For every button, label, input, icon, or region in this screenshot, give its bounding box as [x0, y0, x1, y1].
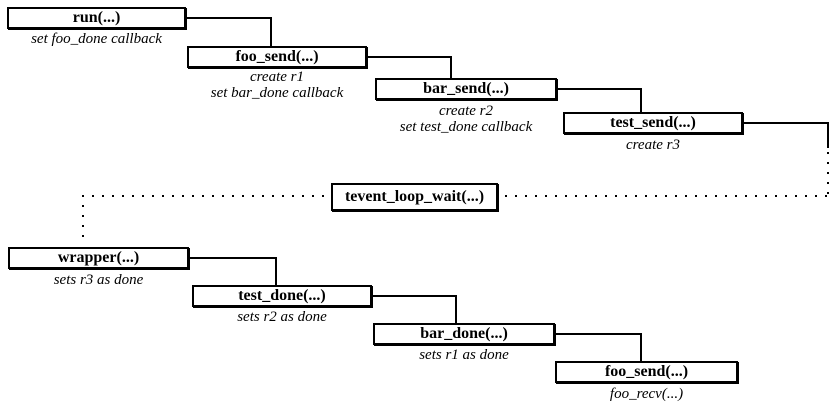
- connector-bar-send-to-test-send-v: [640, 88, 642, 113]
- connector-foo-send-to-bar-send-v: [450, 56, 452, 79]
- connector-foo-send-to-bar-send-h: [365, 56, 452, 58]
- box-run-label: run(...): [72, 9, 121, 26]
- connector-wrapper-to-test-done-h: [187, 257, 277, 259]
- box-test-done-label: test_done(...): [238, 287, 326, 304]
- note-test-done: sets r2 as done: [237, 309, 327, 325]
- note-wrapper-done: sets r3 as done: [53, 272, 144, 288]
- connector-bar-done-to-foo-send-h: [553, 333, 642, 335]
- box-bar-done-label: bar_done(...): [420, 325, 508, 342]
- box-test-send-label: test_send(...): [610, 114, 696, 131]
- dotted-line-right-vertical: [827, 152, 829, 196]
- note-bar-send-callback: set test_done callback: [399, 119, 533, 135]
- connector-test-send-to-loop-h: [741, 122, 829, 124]
- note-bar-done: sets r1 as done: [419, 347, 509, 363]
- connector-test-send-to-loop-v: [827, 122, 829, 148]
- box-tevent-loop-wait-label: tevent_loop_wait(...): [344, 188, 485, 205]
- dotted-line-left-horizontal: [82, 195, 327, 197]
- box-bar-send-label: bar_send(...): [423, 80, 509, 97]
- box-foo-send-label: foo_send(...): [235, 48, 319, 65]
- connector-wrapper-to-test-done-v: [275, 257, 277, 286]
- box-test-done: test_done(...): [192, 285, 372, 307]
- box-run: run(...): [7, 7, 186, 29]
- note-foo-send-callback: set bar_done callback: [210, 85, 344, 101]
- box-wrapper-label: wrapper(...): [57, 249, 140, 266]
- connector-bar-done-to-foo-send-v: [640, 333, 642, 362]
- connector-bar-send-to-test-send-h: [555, 88, 642, 90]
- dotted-line-right-horizontal: [505, 195, 829, 197]
- box-bar-send: bar_send(...): [375, 78, 557, 100]
- box-test-send: test_send(...): [563, 112, 743, 134]
- box-foo-send: foo_send(...): [187, 46, 367, 68]
- box-tevent-loop-wait: tevent_loop_wait(...): [331, 183, 498, 211]
- connector-test-done-to-bar-done-v: [455, 295, 457, 324]
- box-foo-send-bottom: foo_send(...): [555, 361, 738, 383]
- note-run-callback: set foo_done callback: [31, 31, 162, 47]
- note-bar-send-create: create r2: [438, 103, 493, 119]
- connector-run-to-foo-send-v: [270, 17, 272, 47]
- box-wrapper: wrapper(...): [8, 247, 189, 269]
- note-test-send-create: create r3: [625, 137, 680, 153]
- note-foo-send-create: create r1: [249, 69, 304, 85]
- connector-test-done-to-bar-done-h: [370, 295, 457, 297]
- box-foo-send-bottom-label: foo_send(...): [604, 363, 689, 380]
- connector-run-to-foo-send-h: [184, 17, 272, 19]
- note-foo-recv: foo_recv(...): [609, 386, 684, 402]
- dotted-line-left-vertical: [82, 195, 84, 245]
- box-bar-done: bar_done(...): [373, 323, 555, 345]
